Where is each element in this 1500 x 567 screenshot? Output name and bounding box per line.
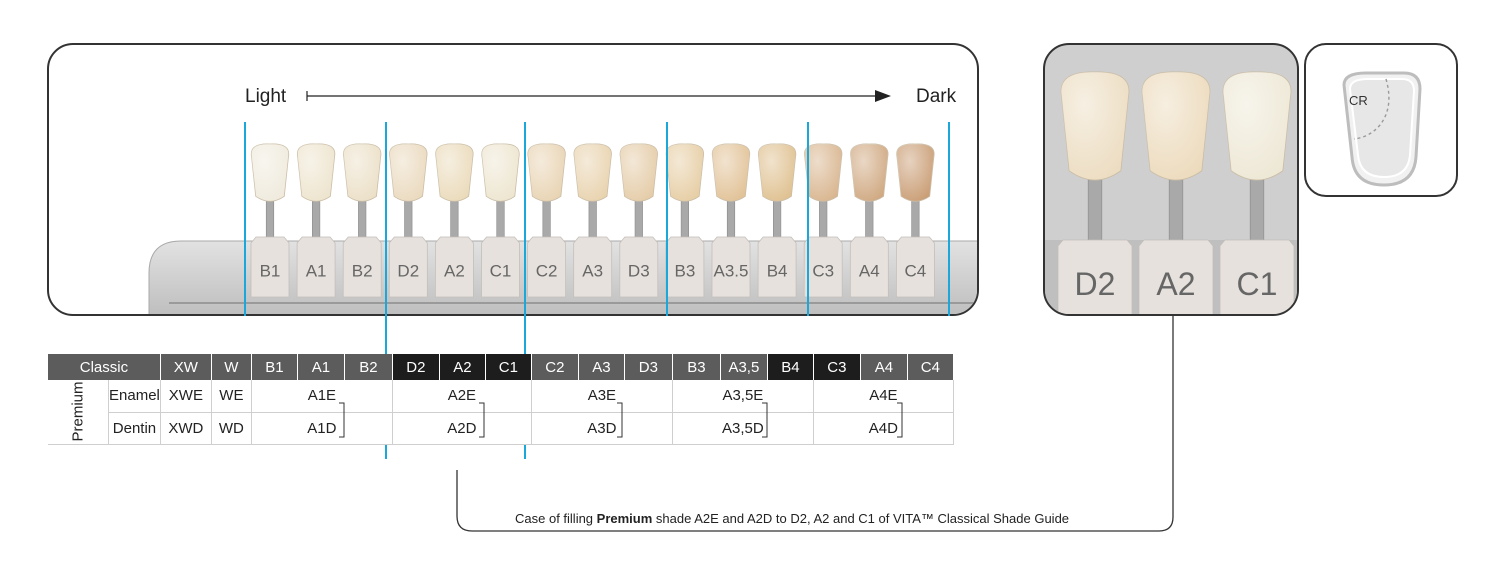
group-value: A2E (447, 387, 477, 405)
zoom-illustration: D2 A2 C1 (1045, 71, 1297, 314)
header-cell: C4 (907, 354, 954, 380)
caption-text-end: shade A2E and A2D to D2, A2 and C1 of VI… (652, 511, 1070, 526)
row-label: Enamel (108, 380, 161, 413)
group-cell: A3E (531, 380, 673, 413)
header-cell: XW (160, 354, 212, 380)
row-label: Dentin (108, 412, 161, 445)
shade-tab-label: C1 (490, 262, 512, 281)
classic-header-row: Classic XW W B1 A1 B2 D2 A2 C1 C2 A3 D3 … (48, 354, 954, 380)
cr-panel: CR (1304, 43, 1458, 197)
shade-tooth: C4 (896, 143, 935, 298)
caption-bold: Premium (596, 511, 653, 526)
shade-tab-label: C3 (812, 262, 834, 281)
group-value: A3E (587, 387, 617, 405)
shade-tab-label: D2 (397, 262, 419, 281)
shade-tab-label: A2 (444, 262, 465, 281)
shade-table: Classic XW W B1 A1 B2 D2 A2 C1 C2 A3 D3 … (48, 354, 954, 445)
shade-tooth: A1 (296, 143, 336, 298)
shade-tab-label: C1 (1237, 266, 1278, 302)
shade-tooth: D3 (619, 143, 659, 298)
zoom-tooth: D2 (1057, 71, 1133, 314)
cr-tooth-diagram (1342, 71, 1422, 187)
header-cell: D2 (392, 354, 440, 380)
shade-tab-label: D2 (1075, 266, 1116, 302)
header-cell: A3 (578, 354, 625, 380)
shade-tooth: D2 (388, 143, 428, 298)
header-cell: C2 (531, 354, 579, 380)
group-cell: A1E (251, 380, 393, 413)
w-cell: WE (211, 380, 252, 413)
shade-tooth: C3 (803, 143, 843, 298)
xw-cell: XWE (160, 380, 212, 413)
xw-cell: XWD (160, 412, 212, 445)
zoom-panel: D2 A2 C1 (1043, 43, 1299, 316)
group-value: A2D (447, 419, 477, 437)
shade-tooth: B3 (665, 143, 705, 298)
premium-label-cell: Premium (48, 380, 110, 445)
zoom-tooth: A2 (1138, 71, 1214, 314)
shade-guide-illustration: B1 A1 B2 D2 A2 C1 C2 A3 D3 B3 A3.5 B4 C3 A4 C4 (148, 143, 977, 314)
header-cell: B3 (672, 354, 721, 380)
shade-tab-label: A2 (1156, 266, 1195, 302)
shade-tooth: C1 (481, 143, 520, 298)
group-cell: A3D (531, 412, 673, 445)
group-cell: A1D (251, 412, 393, 445)
shade-tab-label: A3 (582, 262, 603, 281)
group-value: A3,5D (722, 419, 764, 437)
shade-tooth: B4 (757, 143, 797, 298)
shade-tab-label: C2 (536, 262, 558, 281)
header-cell: A4 (860, 354, 908, 380)
group-cell: A2D (392, 412, 532, 445)
header-cell: C3 (813, 354, 861, 380)
caption-text: Case of filling (515, 511, 597, 526)
shade-tab-label: B4 (767, 262, 788, 281)
group-cell: A3,5E (672, 380, 814, 413)
cr-label: CR (1349, 93, 1368, 108)
group-value: A4E (869, 387, 898, 405)
shade-tab-label: B2 (352, 262, 373, 281)
caption: Case of filling Premium shade A2E and A2… (515, 511, 1069, 526)
group-value: A3D (587, 419, 617, 437)
shade-tooth: C2 (527, 143, 566, 298)
shade-tooth: A2 (435, 143, 474, 298)
group-value: A3,5E (722, 387, 764, 405)
header-cell: A2 (439, 354, 486, 380)
zoom-tooth: C1 (1219, 71, 1295, 314)
group-cell: A4E (813, 380, 954, 413)
dentin-row: Dentin XWD WD A1D A2D A3D A3,5D A4D (48, 412, 954, 445)
enamel-row: Premium Enamel XWE WE A1E A2E A3E A3,5E … (48, 380, 954, 445)
classic-header: Classic (48, 354, 161, 380)
shade-tab-label: A1 (306, 262, 327, 281)
premium-label: Premium (69, 381, 87, 442)
header-cell: D3 (624, 354, 673, 380)
shade-tab-label: B1 (260, 262, 281, 281)
group-cell: A2E (392, 380, 532, 413)
shade-tooth: B1 (250, 143, 290, 298)
shade-tab-label: B3 (675, 262, 696, 281)
header-cell: B2 (344, 354, 393, 380)
shade-tooth: A4 (849, 143, 889, 298)
shade-tab-label: A3.5 (714, 262, 749, 281)
group-value: A4D (868, 419, 898, 437)
header-cell: C1 (485, 354, 532, 380)
header-cell: W (211, 354, 252, 380)
shade-tab-label: C4 (905, 262, 927, 281)
shade-tooth: A3 (573, 143, 613, 298)
group-value: A1E (307, 387, 337, 405)
shade-tooth: B2 (342, 143, 382, 298)
dark-label: Dark (916, 86, 957, 107)
group-cell: A4D (813, 412, 954, 445)
group-cell: A3,5D (672, 412, 814, 445)
header-cell: A3,5 (720, 354, 768, 380)
w-cell: WD (211, 412, 252, 445)
header-cell: A1 (297, 354, 345, 380)
header-cell: B1 (251, 354, 298, 380)
light-label: Light (245, 86, 287, 107)
header-cell: B4 (767, 354, 814, 380)
shade-guide-panel: B1 A1 B2 D2 A2 C1 C2 A3 D3 B3 A3.5 B4 C3 A4 C4 Light D… (47, 43, 979, 316)
shade-tab-label: A4 (859, 262, 880, 281)
shade-tab-label: D3 (628, 262, 650, 281)
shade-tooth: A3.5 (711, 143, 751, 298)
group-value: A1D (307, 419, 337, 437)
